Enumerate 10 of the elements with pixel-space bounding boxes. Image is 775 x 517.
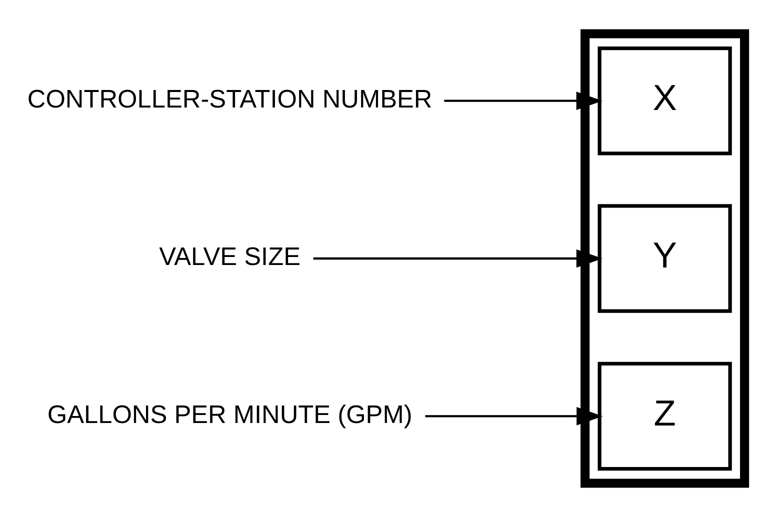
arrow [313, 249, 603, 268]
node-text: VALVE SIZE [159, 243, 301, 272]
cluster [580, 29, 750, 488]
arrow [425, 407, 603, 426]
node-box: Z [598, 362, 732, 471]
node-text: GALLONS PER MINUTE (GPM) [47, 400, 412, 429]
node-text: CONTROLLER-STATION NUMBER [27, 86, 432, 114]
node-box: Y [598, 204, 732, 313]
node-box: X [598, 46, 732, 156]
arrow [444, 92, 602, 110]
